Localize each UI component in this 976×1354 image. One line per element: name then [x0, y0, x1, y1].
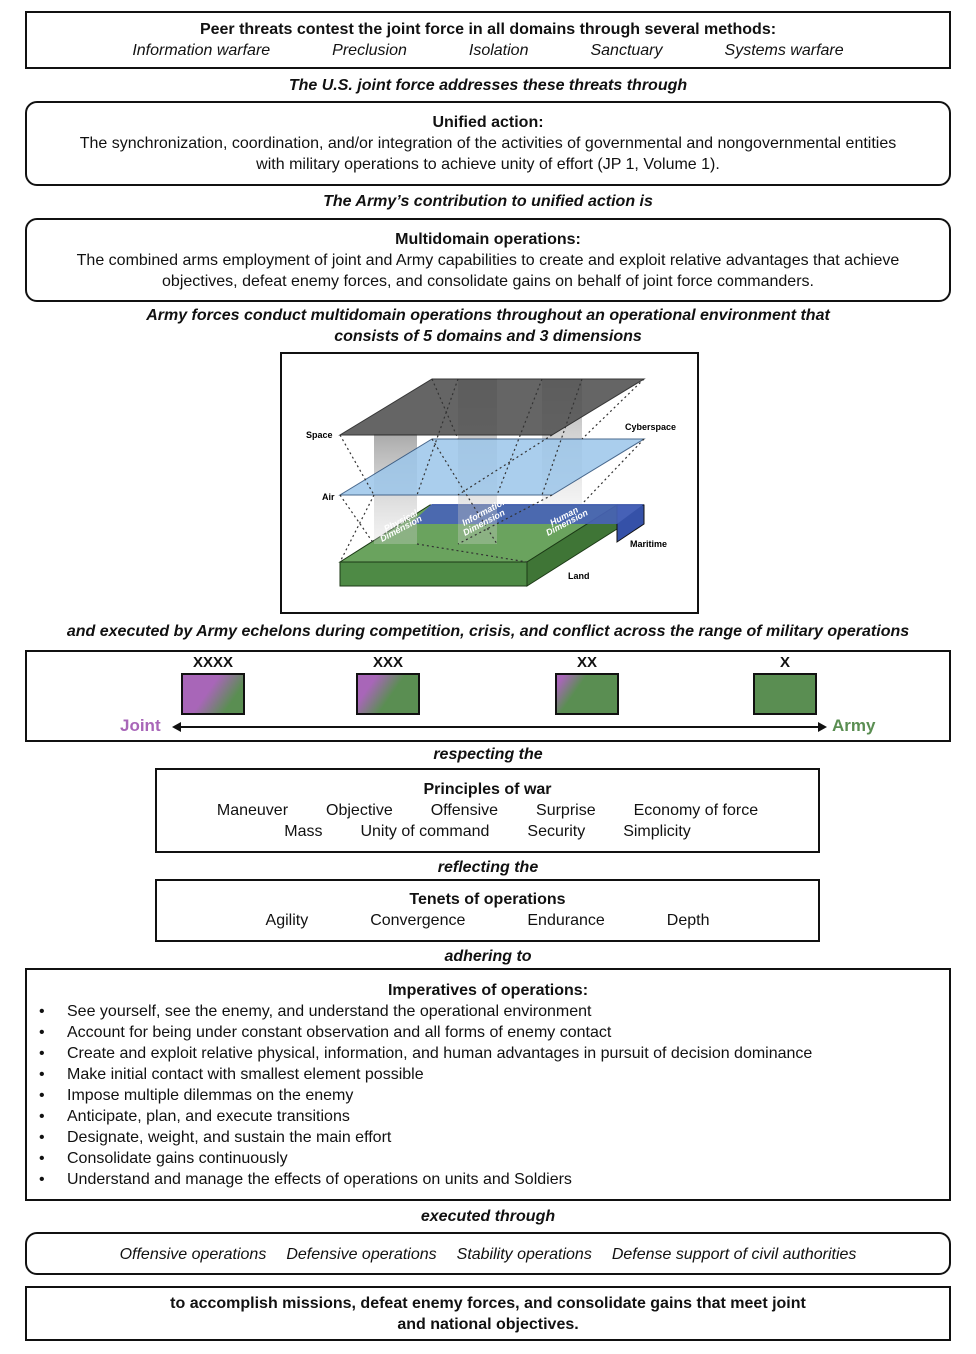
- mdo-title: Multidomain operations:: [395, 231, 581, 248]
- imperatives-box: Imperatives of operations: See yourself,…: [25, 968, 951, 1201]
- principle: Security: [527, 823, 586, 840]
- imperative-item: Impose multiple dilemmas on the enemy: [39, 1085, 949, 1106]
- threat-methods: Information warfare Preclusion Isolation…: [27, 40, 949, 61]
- principle: Surprise: [536, 802, 596, 819]
- tenets-box: Tenets of operations Agility Convergence…: [155, 879, 820, 942]
- threat-method: Systems warfare: [724, 42, 844, 59]
- joint-army-arrow: [172, 722, 827, 732]
- air-label: Air: [322, 492, 335, 502]
- imperatives-list: See yourself, see the enemy, and underst…: [27, 1001, 949, 1190]
- domains-dimensions-figure: Space Cyberspace Air Maritime Land Physi…: [280, 352, 699, 614]
- threat-method: Information warfare: [132, 42, 271, 59]
- tenet: Depth: [666, 912, 710, 929]
- echelon-xxx: XXX: [352, 655, 424, 715]
- principle: Unity of command: [360, 823, 490, 840]
- principles-title: Principles of war: [423, 781, 552, 798]
- land-front: [339, 561, 528, 587]
- dotted-links: [339, 378, 645, 563]
- echelon-symbol: [753, 673, 817, 715]
- threat-method: Isolation: [468, 42, 529, 59]
- imperative-item: Anticipate, plan, and execute transition…: [39, 1106, 949, 1127]
- threat-method: Preclusion: [332, 42, 407, 59]
- cyberspace-label: Cyberspace: [625, 422, 676, 432]
- operation-type: Stability operations: [456, 1246, 592, 1263]
- connector-adhering: adhering to: [444, 948, 532, 965]
- army-label: Army: [832, 716, 876, 735]
- unified-action-box: Unified action: The synchronization, coo…: [25, 101, 951, 186]
- tenets-row: Agility Convergence Endurance Depth: [157, 910, 818, 931]
- echelon-label: XXXX: [192, 654, 234, 671]
- imperative-item: Create and exploit relative physical, in…: [39, 1043, 949, 1064]
- tenets-title: Tenets of operations: [409, 891, 566, 908]
- echelon-label: XXX: [372, 654, 403, 671]
- operation-type: Offensive operations: [119, 1246, 267, 1263]
- operations-box: Offensive operations Defensive operation…: [25, 1232, 951, 1275]
- end-state-box: to accomplish missions, defeat enemy for…: [25, 1286, 951, 1341]
- principles-row1: Maneuver Objective Offensive Surprise Ec…: [157, 800, 818, 821]
- principle: Mass: [284, 823, 323, 840]
- imperatives-title: Imperatives of operations:: [387, 982, 589, 999]
- end-state-line1: to accomplish missions, defeat enemy for…: [170, 1295, 806, 1312]
- end-state-line2: and national objectives.: [397, 1316, 579, 1333]
- echelon-label: XX: [576, 654, 597, 671]
- mdo-definition-line1: The combined arms employment of joint an…: [76, 252, 900, 269]
- imperative-item: Make initial contact with smallest eleme…: [39, 1064, 949, 1085]
- connector-executed-through: executed through: [420, 1208, 556, 1225]
- principles-of-war-box: Principles of war Maneuver Objective Off…: [155, 768, 820, 853]
- connector-respecting: respecting the: [433, 746, 543, 763]
- connector-army-contribution: The Army’s contribution to unified actio…: [323, 193, 653, 210]
- domains-illustration: Space Cyberspace Air Maritime Land Physi…: [306, 378, 676, 587]
- connector-domains-line2: consists of 5 domains and 3 dimensions: [334, 328, 642, 345]
- principle: Maneuver: [216, 802, 289, 819]
- echelons-box: XXXX XXX XX X Joint Army: [25, 650, 951, 742]
- imperative-item: Consolidate gains continuously: [39, 1148, 949, 1169]
- operation-type: Defense support of civil authorities: [611, 1246, 857, 1263]
- connector-reflecting: reflecting the: [437, 859, 539, 876]
- principles-row2: Mass Unity of command Security Simplicit…: [157, 821, 818, 842]
- imperative-item: Understand and manage the effects of ope…: [39, 1169, 949, 1190]
- space-label: Space: [306, 430, 333, 440]
- echelon-xx: XX: [551, 655, 623, 715]
- maritime-label: Maritime: [630, 539, 667, 549]
- unified-action-definition-line1: The synchronization, coordination, and/o…: [79, 135, 897, 152]
- tenet: Endurance: [527, 912, 605, 929]
- unified-action-definition-line2: with military operations to achieve unit…: [256, 156, 720, 173]
- principle: Offensive: [430, 802, 499, 819]
- connector-echelons: and executed by Army echelons during com…: [66, 623, 910, 640]
- principle: Objective: [326, 802, 393, 819]
- multidomain-operations-box: Multidomain operations: The combined arm…: [25, 218, 951, 302]
- connector-domains-line1: Army forces conduct multidomain operatio…: [146, 307, 830, 324]
- land-label: Land: [568, 571, 590, 581]
- threats-title: Peer threats contest the joint force in …: [199, 21, 777, 38]
- joint-label: Joint: [120, 716, 161, 735]
- echelon-x: X: [749, 655, 821, 715]
- echelon-corps-xxxx: XXXX: [177, 655, 249, 715]
- tenet: Convergence: [370, 912, 466, 929]
- principle: Economy of force: [633, 802, 759, 819]
- echelon-label: X: [779, 654, 790, 671]
- mdo-definition-line2: objectives, defeat enemy forces, and con…: [162, 273, 814, 290]
- echelon-symbol: [181, 673, 245, 715]
- imperative-item: Designate, weight, and sustain the main …: [39, 1127, 949, 1148]
- threat-method: Sanctuary: [590, 42, 663, 59]
- unified-action-title: Unified action:: [432, 114, 544, 131]
- imperative-item: See yourself, see the enemy, and underst…: [39, 1001, 949, 1022]
- space-plane: [338, 378, 646, 436]
- operation-type: Defensive operations: [286, 1246, 437, 1263]
- maritime-top: [410, 504, 644, 524]
- imperative-item: Account for being under constant observa…: [39, 1022, 949, 1043]
- echelon-symbol: [555, 673, 619, 715]
- operations-row: Offensive operations Defensive operation…: [27, 1244, 949, 1265]
- echelon-symbol: [356, 673, 420, 715]
- threats-box: Peer threats contest the joint force in …: [25, 11, 951, 69]
- tenet: Agility: [265, 912, 309, 929]
- principle: Simplicity: [623, 823, 691, 840]
- connector-joint-force: The U.S. joint force addresses these thr…: [288, 77, 688, 94]
